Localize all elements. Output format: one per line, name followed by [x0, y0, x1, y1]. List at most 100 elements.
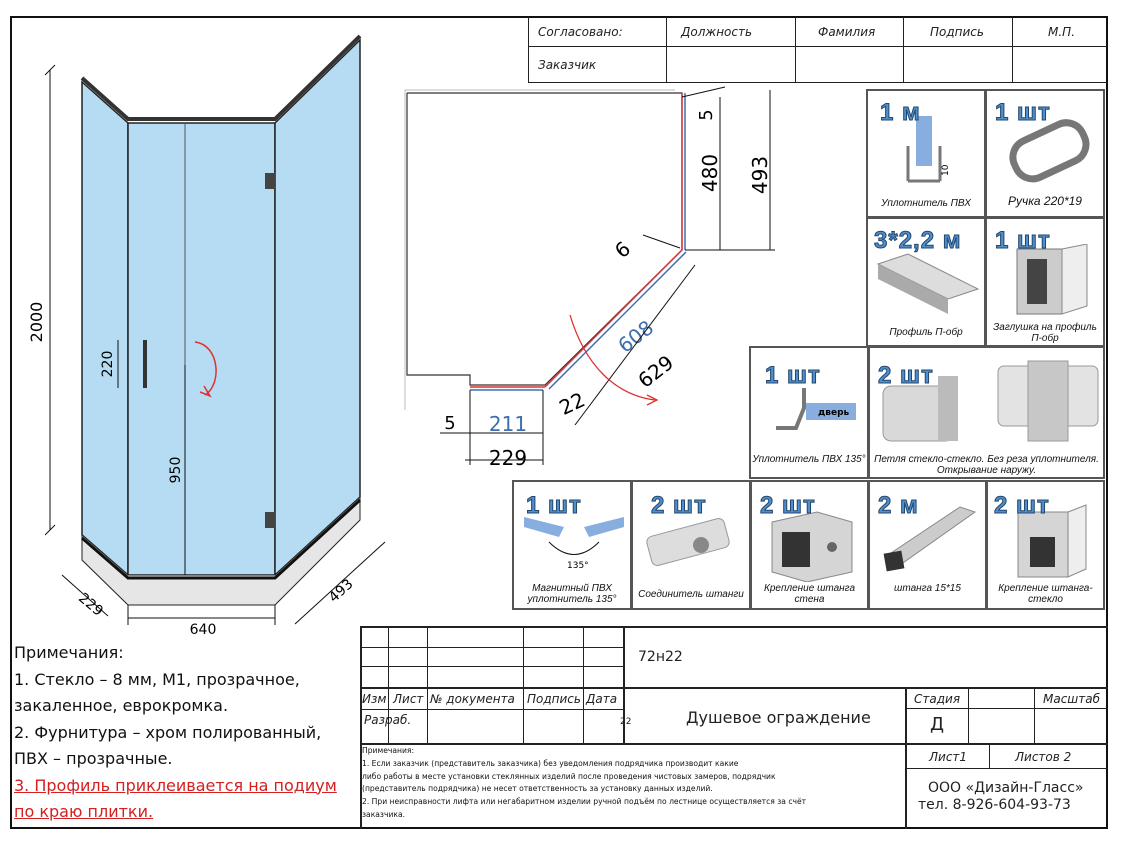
company-name: ООО «Дизайн-Гласс» [928, 780, 1084, 796]
shower-3d-view: 2000 220 950 229 640 493 [27, 34, 386, 638]
part-caption: Крепление штанга стена [763, 583, 856, 605]
drawing-frame [10, 16, 1108, 829]
dim-right-depth: 493 [326, 576, 357, 606]
door-label: дверь [818, 408, 850, 418]
plan-view: 5 480 493 6 608 629 22 5 211 229 [404, 86, 775, 470]
sheets-label: Листов 2 [1015, 750, 1072, 764]
col-sign: Подпись [527, 692, 581, 706]
plan-dim-629: 629 [633, 350, 678, 392]
part-qty: 2 м [878, 492, 919, 520]
stage-value: Д [930, 714, 945, 735]
product-name: Душевое ограждение [686, 708, 871, 727]
plan-dim-229: 229 [489, 446, 527, 470]
notes-title: Примечания: [14, 643, 124, 662]
plan-dim-6: 6 [610, 236, 635, 263]
part-qty: 3*2,2 м [873, 227, 962, 255]
part-cap: 1 шт Заглушка на профиль П-обр [985, 217, 1105, 347]
part-wall-mount: 2 шт Крепление штанга стена [750, 480, 869, 610]
customer-label: Заказчик [538, 58, 597, 72]
wall-mount-icon [771, 511, 853, 582]
date-value: 22 [620, 717, 632, 727]
u-profile-icon [876, 253, 980, 314]
col-izm: Изм [362, 692, 387, 706]
company-phone: тел. 8-926-604-93-73 [918, 797, 1071, 813]
signature-label: Подпись [930, 25, 984, 39]
note-line: 1. Стекло – 8 мм, М1, прозрачное, [14, 669, 300, 689]
part-glass-mount: 2 шт Крепление штанга-стекло [986, 480, 1105, 610]
part-qty: 1 шт [526, 492, 582, 520]
col-doc: № документа [430, 692, 515, 706]
dim-handle: 220 [100, 351, 116, 378]
legal-note-line: 2. При неисправности лифта или негабарит… [362, 797, 807, 807]
note-line-red: по краю плитки. [14, 802, 154, 821]
front-glass-panel [127, 122, 276, 576]
surname-label: Фамилия [818, 25, 876, 39]
legal-note-line: 1. Если заказчик (представитель заказчик… [362, 758, 739, 768]
part-caption: Уплотнитель ПВХ [881, 198, 971, 209]
note-line-red: 3. Профиль приклеивается на подиум [14, 775, 337, 795]
part-caption: Заглушка на профиль П-обр [993, 322, 1097, 344]
part-qty: 2 шт [651, 492, 707, 520]
dim-width: 640 [190, 622, 217, 638]
part-qty: 1 м [880, 99, 921, 127]
part-bar-connector: 2 шт Соединитель штанги [631, 480, 751, 610]
doc-code: 72н22 [638, 649, 683, 665]
part-qty: 2 шт [760, 492, 816, 520]
note-line: 2. Фурнитура – хром полированный, [14, 722, 322, 742]
part-handle: 1 шт Ручка 220*19 [985, 89, 1105, 218]
plan-dim-608: 608 [613, 315, 658, 357]
hinge-icon [882, 360, 1099, 442]
seal-icon: 10 [906, 116, 951, 183]
svg-text:135°: 135° [567, 561, 589, 571]
developer-label: Разраб. [364, 713, 412, 727]
bar-icon [883, 506, 977, 572]
plan-dim-493: 493 [748, 156, 772, 194]
stage-label: Стадия [914, 692, 961, 706]
bar-connector-icon [646, 518, 730, 566]
sheet-label: Лист1 [929, 750, 968, 764]
profile-cap-icon [1016, 244, 1088, 315]
part-caption: Крепление штанга-стекло [998, 583, 1093, 605]
plan-dim-211: 211 [489, 412, 527, 436]
scale-label: Масштаб [1043, 692, 1101, 706]
dim-handle-height: 950 [168, 457, 184, 484]
part-qty: 1 шт [995, 99, 1051, 127]
plan-dim-5-bottom: 5 [444, 413, 455, 434]
legal-note-line: заказчика. [362, 809, 406, 819]
part-caption: Профиль П-обр [889, 327, 963, 338]
col-list: Лист [393, 692, 424, 706]
note-line: ПВХ – прозрачные. [14, 749, 173, 768]
plan-dim-480: 480 [698, 154, 722, 192]
legal-notes: Примечания: 1. Если заказчик (представит… [362, 745, 907, 822]
seal-135-icon: дверь [776, 388, 856, 430]
part-caption: Магнитный ПВХ уплотнитель 135° [527, 583, 617, 605]
part-caption: штанга 15*15 [894, 583, 961, 594]
handle-ring-icon [1009, 119, 1090, 183]
notes-block: Примечания: 1. Стекло – 8 мм, М1, прозра… [14, 640, 359, 826]
plan-dim-5: 5 [696, 109, 717, 120]
magnetic-seal-icon: 135° [524, 517, 624, 571]
legal-note-line: (представитель подрядчика) не несет отве… [362, 784, 713, 794]
note-line: закаленное, еврокромка. [14, 696, 229, 715]
legal-note-line: либо работы в месте установки стеклянных… [362, 771, 776, 781]
col-date: Дата [586, 692, 618, 706]
hinge-icon [265, 512, 275, 528]
part-bar: 2 м штанга 15*15 [868, 480, 987, 610]
part-qty: 2 шт [878, 362, 934, 390]
handle-icon [143, 340, 147, 388]
dim-height: 2000 [27, 302, 46, 343]
plan-dim-22: 22 [555, 387, 588, 420]
svg-text:10: 10 [941, 164, 951, 176]
part-seal-pvc: 10 1 м Уплотнитель ПВХ [866, 89, 986, 218]
legal-note-line: Примечания: [362, 746, 415, 755]
part-qty: 2 шт [994, 492, 1050, 520]
part-caption: Петля стекло-стекло. Без реза уплотнител… [874, 454, 1099, 476]
part-u-profile: 3*2,2 м Профиль П-обр [866, 217, 986, 347]
dim-left-depth: 229 [75, 590, 106, 619]
part-qty: 1 шт [995, 227, 1051, 255]
hinge-icon [265, 173, 275, 189]
glass-mount-icon [1017, 504, 1087, 578]
part-hinge: 2 шт Петля стекло-стекло. Без реза уплот… [868, 346, 1105, 479]
agreed-label: Согласовано: [538, 25, 623, 39]
part-caption: Ручка 220*19 [1008, 194, 1082, 208]
